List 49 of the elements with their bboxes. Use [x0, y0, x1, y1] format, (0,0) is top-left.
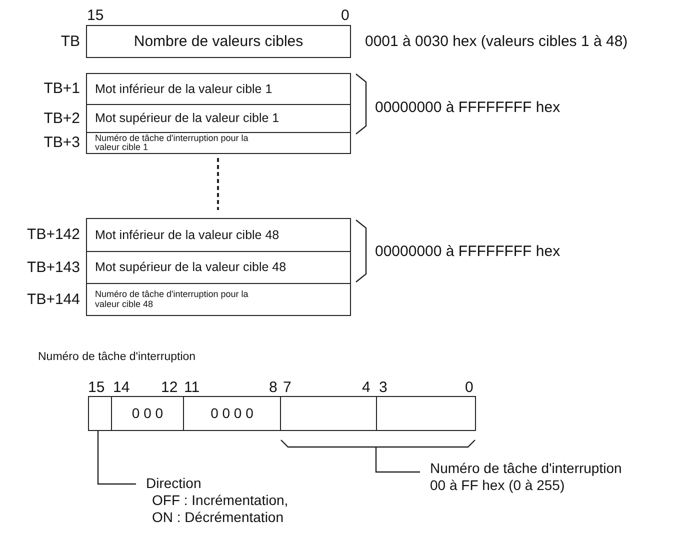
bit-number: 7: [283, 379, 292, 396]
word-label: Nombre de valeurs cibles: [132, 32, 304, 50]
word-label: 0 0 0: [130, 405, 164, 422]
address-label: TB+2: [44, 110, 80, 126]
bit-number: 8: [269, 379, 278, 396]
memory-word-box: [183, 396, 281, 431]
address-label: TB+3: [44, 134, 80, 151]
register-title: Numéro de tâche d'interruption: [38, 351, 196, 363]
bit-field-box: [88, 396, 112, 431]
memory-word-box: [86, 25, 351, 58]
bit-number: 11: [184, 379, 200, 396]
bit-number: 0: [341, 7, 350, 24]
memory-word-box: [86, 73, 351, 105]
value-range-note: 00000000 à FFFFFFFF hex: [375, 99, 560, 116]
address-label: TB+143: [27, 258, 80, 276]
word-label: Mot inférieur de la valeur cible 1: [95, 82, 274, 96]
bit-number: 4: [362, 379, 370, 396]
address-label: TB: [60, 32, 80, 50]
field-description: OFF : Incrémentation,: [151, 492, 290, 509]
bit-number: 0: [465, 379, 474, 396]
leader-line: [97, 431, 136, 485]
value-range-note: 0001 à 0030 hex (valeurs cibles 1 à 48): [365, 33, 628, 50]
bit-number: 3: [379, 379, 388, 396]
field-label: Direction: [146, 475, 202, 492]
bit-field-box: [280, 396, 378, 431]
word-label: Mot inférieur de la valeur cible 48: [95, 228, 280, 242]
leader-line: [375, 447, 420, 473]
word-label: Numéro de tâche d'interruption pour la valeur cible 1: [95, 134, 250, 152]
memory-word-box: [86, 104, 351, 134]
bit-number: 15: [87, 7, 104, 24]
memory-word-box: [110, 396, 184, 431]
field-description: Numéro de tâche d'interruption 00 à FF hex (0 à 255): [430, 460, 623, 494]
bit-number: 15: [88, 379, 105, 396]
bit-number: 14: [113, 379, 130, 396]
value-range-note: 00000000 à FFFFFFFF hex: [375, 243, 560, 260]
memory-word-box: [86, 132, 351, 154]
bit-field-box: [376, 396, 476, 431]
memory-word-box: [86, 218, 351, 252]
field-description: ON : Décrémentation: [151, 508, 284, 526]
address-label: TB+142: [27, 226, 80, 243]
word-label: Numéro de tâche d'interruption pour la valeur cible 48: [95, 290, 250, 309]
word-label: Mot supérieur de la valeur cible 1: [95, 111, 280, 126]
memory-word-box: [86, 283, 351, 316]
word-label: Mot supérieur de la valeur cible 48: [95, 260, 288, 275]
word-label: 0 0 0 0: [210, 405, 254, 422]
bit-number: 12: [161, 379, 178, 396]
memory-word-box: [86, 250, 351, 284]
address-label: TB+1: [44, 80, 80, 97]
address-label: TB+144: [27, 290, 80, 308]
